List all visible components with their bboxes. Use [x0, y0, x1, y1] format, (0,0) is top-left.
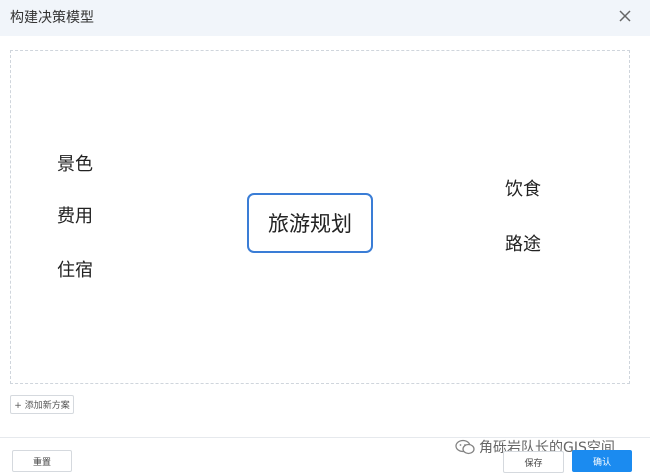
branch-node-food[interactable]: 饮食	[505, 179, 541, 200]
confirm-button[interactable]: 确认	[572, 450, 632, 472]
branch-node-cost[interactable]: 费用	[57, 206, 93, 227]
center-node[interactable]: 旅游规划	[247, 193, 373, 253]
add-scheme-button[interactable]: + 添加新方案	[10, 395, 74, 414]
reset-button[interactable]: 重置	[12, 450, 72, 472]
center-node-label: 旅游规划	[268, 212, 352, 236]
branch-node-scenery[interactable]: 景色	[57, 154, 93, 175]
footer-divider	[0, 437, 650, 438]
dialog-header: 构建决策模型	[0, 0, 650, 36]
save-button[interactable]: 保存	[503, 451, 564, 473]
branch-node-route[interactable]: 路途	[505, 234, 541, 255]
close-icon[interactable]	[615, 6, 635, 26]
dialog-title: 构建决策模型	[10, 10, 94, 26]
branch-node-lodging[interactable]: 住宿	[57, 260, 93, 281]
